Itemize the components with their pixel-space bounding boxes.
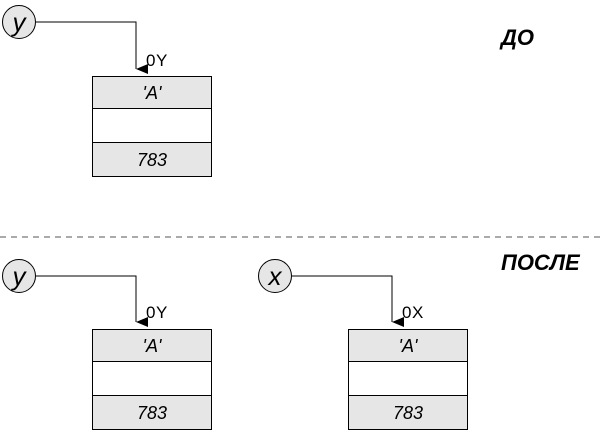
label-before: ДО	[501, 25, 534, 50]
object-field-number: 783	[92, 143, 212, 177]
object-field-number: 783	[348, 396, 468, 430]
pointer-arrow-y-before	[36, 21, 148, 74]
object-field-empty	[92, 109, 212, 143]
object-y-after: 'A' 783	[92, 329, 212, 430]
object-field-empty	[92, 362, 212, 396]
object-before: 'A' 783	[92, 76, 212, 177]
pointer-label-y-before: 0Y	[146, 51, 168, 70]
object-field-char: 'A'	[92, 329, 212, 362]
label-after: ПОСЛЕ	[501, 250, 580, 275]
pointer-arrow-x-after	[292, 275, 404, 327]
object-field-number: 783	[92, 396, 212, 430]
object-field-empty	[348, 362, 468, 396]
variable-y-after: y	[2, 259, 36, 293]
variable-x-after: x	[258, 259, 292, 293]
variable-y-before: y	[2, 5, 36, 39]
object-x-after: 'A' 783	[348, 329, 468, 430]
object-field-char: 'A'	[92, 76, 212, 109]
pointer-label-y-after: 0Y	[146, 303, 168, 322]
pointer-arrow-y-after	[36, 275, 148, 327]
pointer-label-x-after: 0X	[402, 303, 424, 322]
object-field-char: 'A'	[348, 329, 468, 362]
